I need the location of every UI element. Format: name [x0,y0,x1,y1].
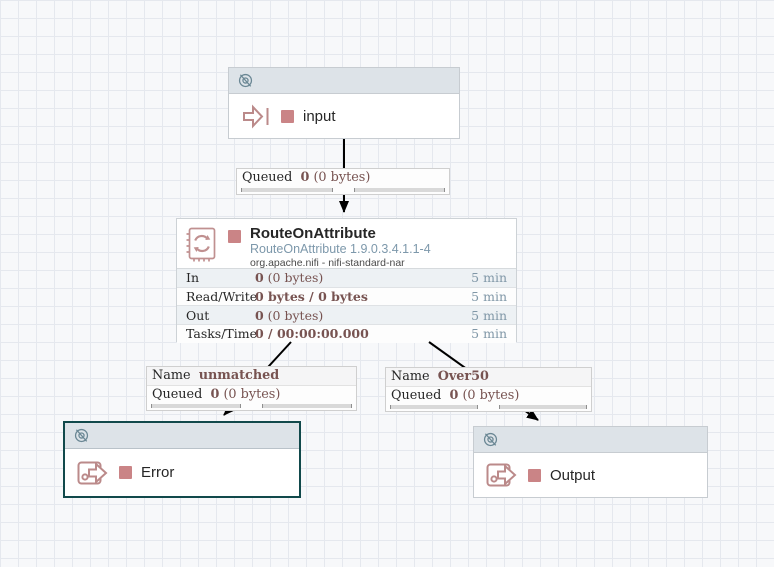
processor-type-version: RouteOnAttribute 1.9.0.3.4.1.1-4 [250,242,431,257]
input-port-component[interactable]: input [228,67,460,139]
output-port-icon [486,463,517,487]
input-port-header [229,68,459,94]
queued-row: Queued 0 (0 bytes) [242,170,371,185]
transmission-disabled-icon [74,428,89,443]
stat-row-out: Out 0 (0 bytes) 5 min [177,306,516,326]
connection-label-input-to-processor[interactable]: Queued 0 (0 bytes) [236,168,450,195]
processor-header: RouteOnAttribute RouteOnAttribute 1.9.0.… [177,219,516,269]
output-port-component[interactable]: Output [473,426,708,498]
connection-label-over50[interactable]: Name Over50 Queued 0 (0 bytes) [385,367,592,412]
queue-percent-bars [237,187,449,194]
output-port-icon [77,461,108,484]
error-port-header [65,423,299,449]
input-port-name: input [303,107,336,125]
processor-bundle: org.apache.nifi - nifi-standard-nar [250,256,405,269]
queue-count-bar [390,405,478,409]
output-port-header [474,427,707,453]
name-row: Name unmatched [147,367,356,386]
error-output-port-component[interactable]: Error [63,421,301,498]
output-port-name: Output [550,466,596,484]
processor-stats: In 0 (0 bytes) 5 min Read/Write 0 bytes … [177,268,516,343]
input-port-icon [243,103,269,129]
queued-row: Queued 0 (0 bytes) [391,387,520,403]
port-color-square [119,466,132,479]
queue-size-bar [262,404,352,408]
port-color-square [281,109,294,123]
queue-size-bar [353,187,445,192]
processor-color-square [228,230,241,243]
stat-row-taskstime: Tasks/Time 0 / 00:00:00.000 5 min [177,325,516,343]
queued-row: Queued 0 (0 bytes) [152,386,281,402]
queue-percent-bars [147,403,356,410]
processor-icon [186,227,216,262]
processor-title: RouteOnAttribute [250,225,376,242]
port-color-square [528,468,541,482]
queue-count-bar [241,187,333,192]
error-port-name: Error [141,464,175,481]
processor-routeonattribute[interactable]: RouteOnAttribute RouteOnAttribute 1.9.0.… [176,218,517,343]
queue-count-bar [151,404,241,408]
transmission-disabled-icon [238,73,253,88]
transmission-disabled-icon [483,432,498,447]
queue-percent-bars [386,404,591,411]
stat-row-readwrite: Read/Write 0 bytes / 0 bytes 5 min [177,287,516,307]
queue-size-bar [499,405,587,409]
stat-row-in: In 0 (0 bytes) 5 min [177,269,516,288]
name-row: Name Over50 [386,368,591,387]
connection-label-unmatched[interactable]: Name unmatched Queued 0 (0 bytes) [146,366,357,411]
